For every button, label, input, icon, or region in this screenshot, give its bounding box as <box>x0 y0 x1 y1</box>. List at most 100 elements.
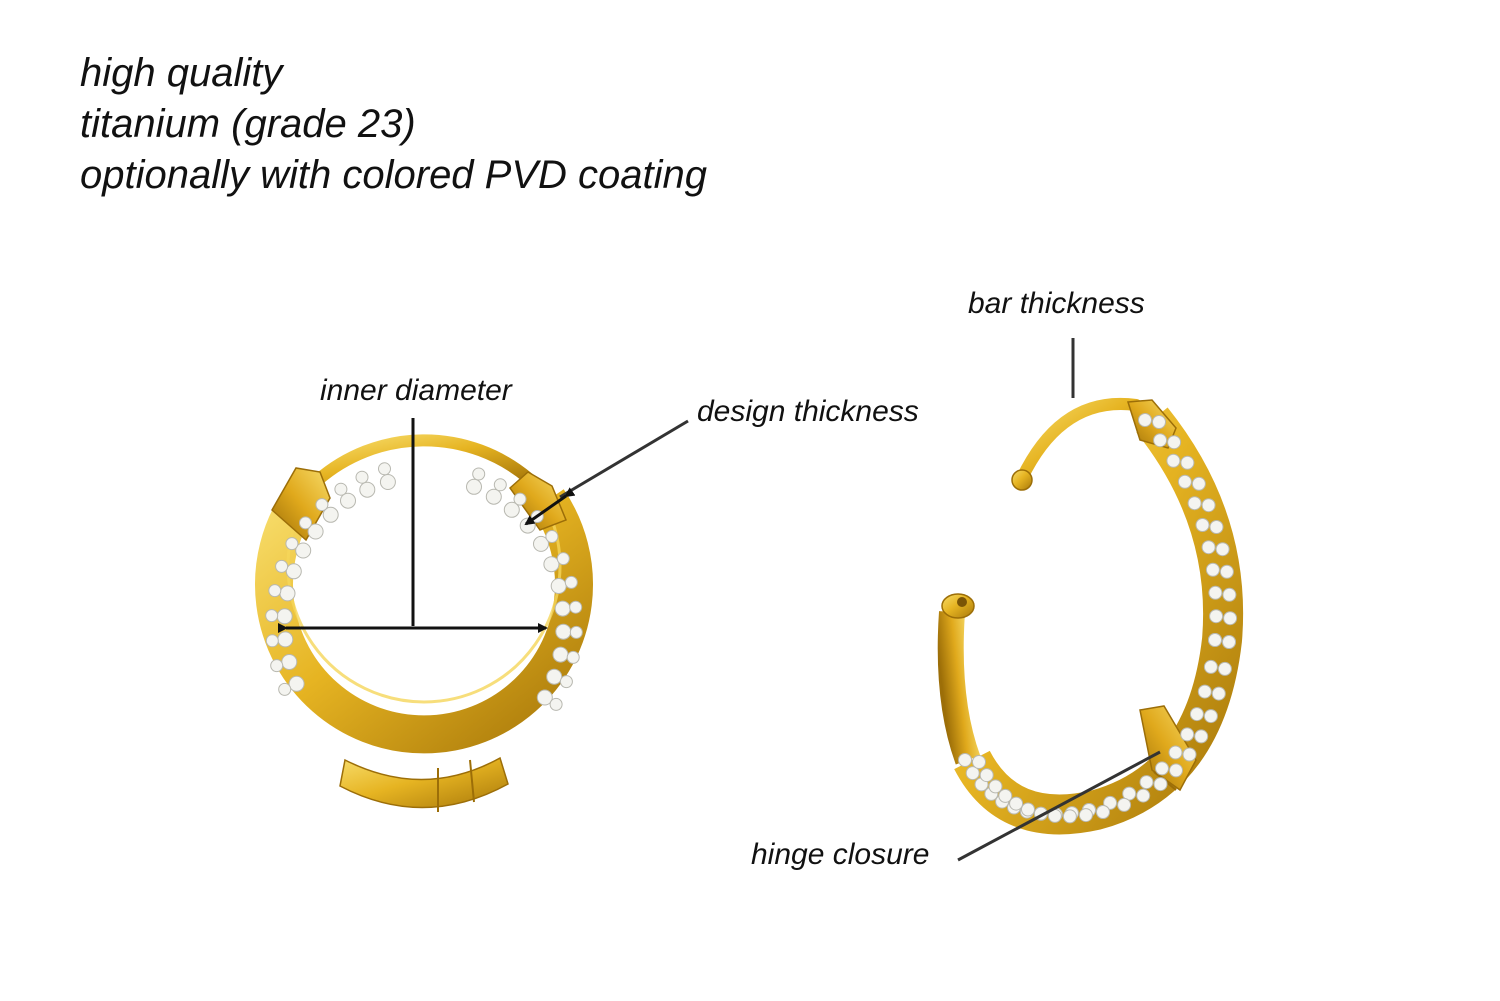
gem-stone <box>1187 496 1202 511</box>
gem-stone <box>1194 729 1209 744</box>
gem-stone <box>555 623 572 640</box>
headline-line-coating: optionally with colored PVD coating <box>80 153 708 197</box>
front-ring-left-cap <box>271 467 331 542</box>
front-ring-gems <box>265 462 583 711</box>
open-ring-inner-arc <box>937 611 981 765</box>
gem-stone <box>1180 727 1195 742</box>
gem-stone <box>1103 795 1118 810</box>
gem-stone <box>334 482 348 496</box>
gem-stone <box>1153 433 1168 448</box>
gem-stone <box>378 462 391 476</box>
gem-stone <box>552 646 569 663</box>
headline: high quality titanium (grade 23) optiona… <box>80 48 707 201</box>
gem-stone <box>1168 745 1183 760</box>
open-ring-bar <box>1016 398 1142 484</box>
front-ring <box>255 434 593 812</box>
gem-stone <box>472 467 486 481</box>
gem-stone <box>513 492 527 506</box>
front-ring-bar <box>312 434 534 486</box>
gem-stone <box>1191 476 1206 491</box>
gem-stone <box>569 600 583 614</box>
gem-stone <box>559 675 573 689</box>
gem-stone <box>1180 455 1195 470</box>
gem-stone <box>295 542 312 559</box>
gem-stone <box>1167 435 1182 450</box>
headline-line-quality: high quality <box>80 51 283 95</box>
gem-stone <box>1182 747 1197 762</box>
gem-stone <box>268 584 282 598</box>
gem-stone <box>270 659 284 673</box>
gem-stone <box>566 650 580 664</box>
gem-stone <box>1209 609 1224 624</box>
gem-stone <box>550 578 567 594</box>
front-ring-hinge-icon <box>339 756 509 809</box>
gem-stone <box>988 779 1003 794</box>
gem-stone <box>564 575 578 589</box>
gem-stone <box>493 478 507 492</box>
open-ring-ball-tip <box>1011 469 1033 491</box>
gem-stone <box>285 537 299 551</box>
gem-stone <box>1189 707 1204 722</box>
gem-stone <box>1222 587 1237 602</box>
headline-line-material: titanium (grade 23) <box>80 102 416 146</box>
gem-stone <box>958 753 972 767</box>
gem-stone <box>1139 775 1154 790</box>
label-design-thickness: design thickness <box>697 395 919 428</box>
design-thickness-arrow <box>524 487 576 526</box>
gem-stone <box>546 668 563 685</box>
gem-stone <box>355 470 369 484</box>
gem-stone <box>554 600 571 617</box>
gem-stone <box>1177 474 1192 489</box>
gem-stone <box>307 523 324 540</box>
gem-stone <box>1219 564 1234 579</box>
gem-stone <box>965 766 980 781</box>
gem-stone <box>1195 518 1210 532</box>
gem-stone <box>1169 763 1183 778</box>
label-bar-thickness: bar thickness <box>968 287 1145 320</box>
gem-stone <box>1201 498 1216 513</box>
gem-stone <box>276 608 293 625</box>
gem-stone <box>1136 788 1151 803</box>
gem-stone <box>1117 797 1132 812</box>
gem-stone <box>1201 540 1216 555</box>
gem-stone <box>1211 686 1226 701</box>
gem-stone <box>340 492 356 509</box>
gem-stone <box>299 516 312 530</box>
gem-stone <box>322 506 339 523</box>
gem-stone <box>533 535 549 552</box>
gem-stone <box>1205 562 1220 577</box>
gem-stone <box>543 556 560 573</box>
gem-stone <box>536 689 553 706</box>
gem-stone <box>1217 661 1232 676</box>
gem-stone <box>275 559 289 573</box>
gem-stone <box>466 478 482 495</box>
gem-stone <box>278 682 292 696</box>
open-ring <box>937 398 1244 835</box>
open-ring-gems <box>958 413 1238 824</box>
hinge-closure-leader <box>957 750 1161 862</box>
gem-stone <box>1203 659 1218 674</box>
gem-stone <box>1062 809 1077 824</box>
label-inner-diameter: inner diameter <box>320 374 512 407</box>
gem-stone <box>285 563 302 580</box>
gem-stone <box>556 552 570 566</box>
gem-stone <box>1209 520 1224 534</box>
gem-stone <box>1078 808 1093 823</box>
gem-stone <box>1155 761 1169 776</box>
design-thickness-indicator <box>524 419 689 526</box>
gem-stone <box>503 501 520 518</box>
gem-stone <box>1203 709 1218 724</box>
gem-stone <box>1152 415 1166 429</box>
gem-stone <box>288 675 305 692</box>
open-ring-post <box>941 593 975 619</box>
gem-stone <box>1122 786 1137 801</box>
gem-stone <box>277 631 294 648</box>
gem-stone <box>1138 413 1152 427</box>
gem-stone <box>279 585 296 602</box>
gem-stone <box>379 474 396 490</box>
gem-stone <box>359 481 376 498</box>
gem-stone <box>1223 611 1238 626</box>
gem-stone <box>315 498 329 512</box>
